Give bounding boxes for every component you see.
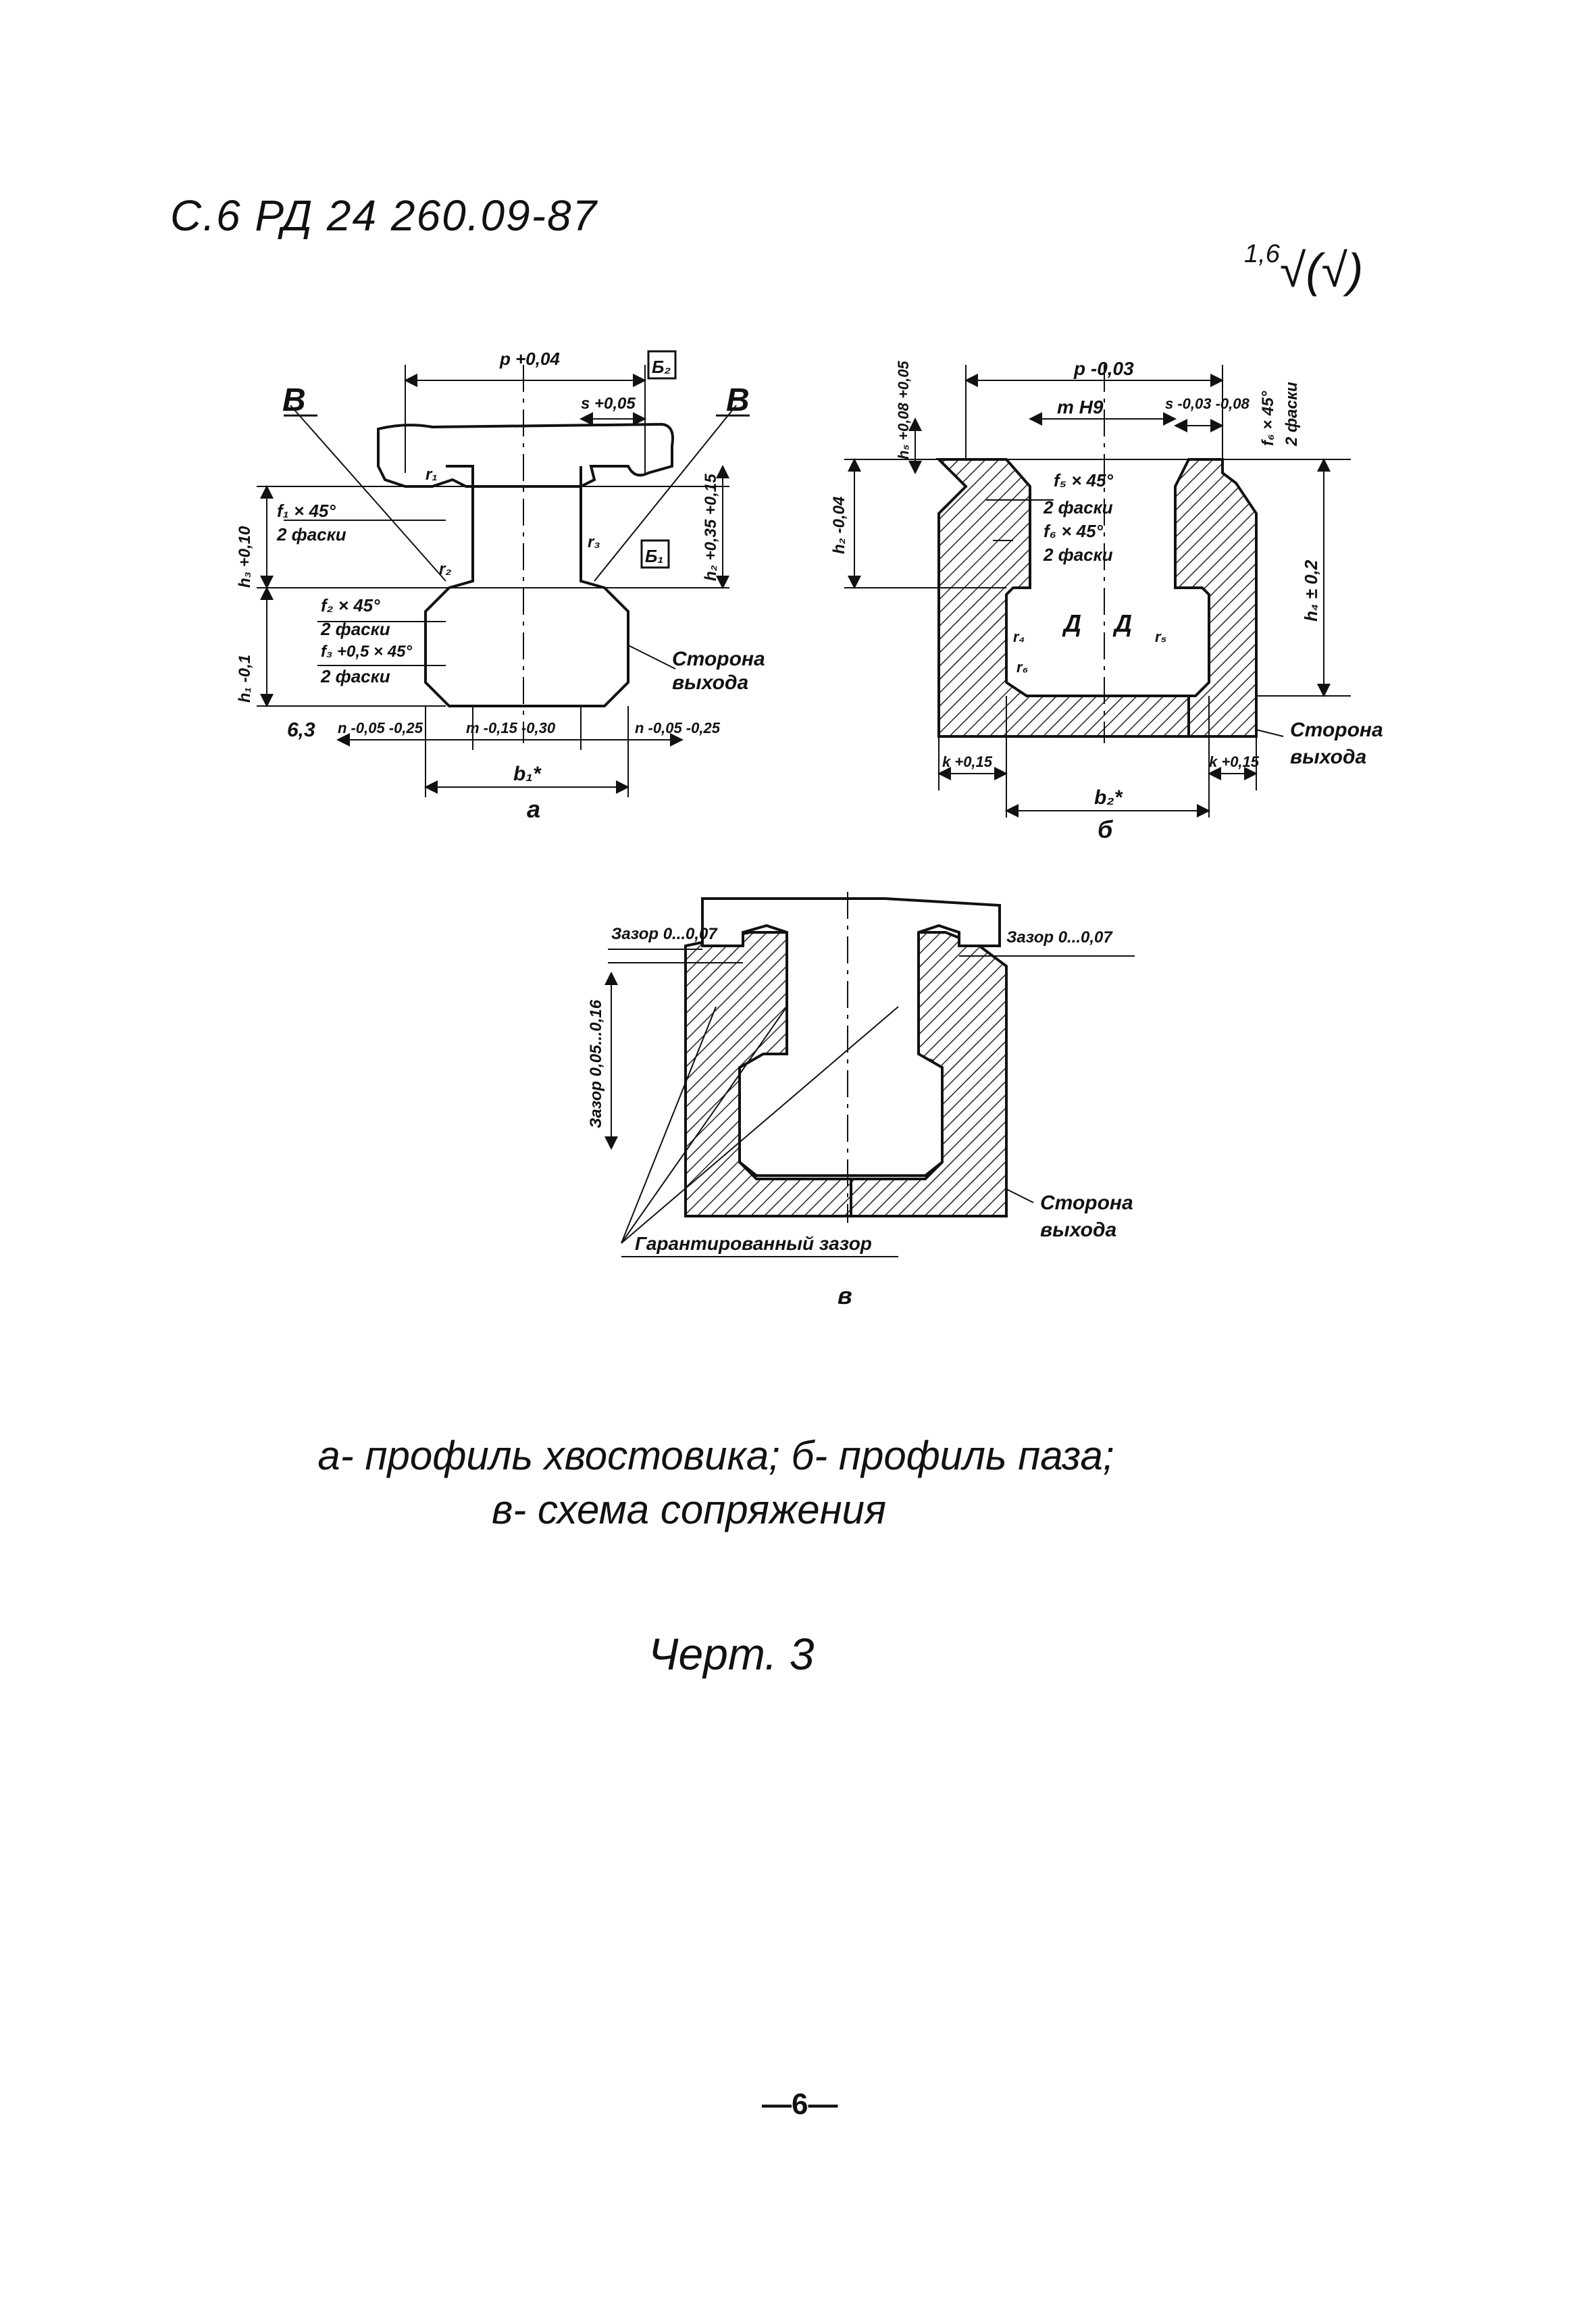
datum-b2: Б₂ bbox=[652, 357, 671, 377]
view-b-label: б bbox=[1098, 815, 1114, 843]
h2-dimension-b: h₂ -0,04 bbox=[830, 497, 848, 554]
exit-side-c-line2: выхода bbox=[1040, 1219, 1116, 1241]
f5-note: 2 фаски bbox=[1043, 497, 1113, 518]
m-dimension-a: m -0,15 -0,30 bbox=[466, 720, 556, 736]
section-mark-right: В bbox=[726, 382, 750, 418]
exit-side-b-line1: Сторона bbox=[1290, 719, 1383, 741]
exit-side-a-line2: выхода bbox=[672, 672, 748, 694]
k-right-dimension: k +0,15 bbox=[1209, 753, 1260, 770]
view-c-labels: Зазор 0...0,07 Зазор 0...0,07 Зазор 0,05… bbox=[587, 925, 1133, 1309]
b2-dimension: b₂* bbox=[1094, 786, 1123, 809]
roughness-symbol: 1,6√(√) bbox=[1244, 240, 1364, 297]
roughness-sign: √(√) bbox=[1279, 244, 1364, 297]
s-dimension-a: s +0,05 bbox=[581, 395, 636, 413]
view-a-label: а bbox=[527, 795, 540, 823]
f6-chamfer: f₆ × 45° bbox=[1044, 521, 1104, 541]
f1-chamfer: f₁ × 45° bbox=[277, 501, 336, 521]
f1-note: 2 фаски bbox=[276, 524, 346, 545]
f6-note: 2 фаски bbox=[1043, 545, 1113, 565]
r3-radius: r₃ bbox=[588, 533, 600, 551]
f6-top-note: 2 фаски bbox=[1283, 382, 1301, 447]
view-c-label: в bbox=[838, 1282, 852, 1309]
section-mark-left: В bbox=[282, 382, 306, 418]
h5-dimension: h₅ +0,08 +0,05 bbox=[895, 361, 912, 459]
view-b-slot-profile bbox=[844, 365, 1351, 818]
datum-b1: Б₁ bbox=[645, 546, 664, 566]
mating-shank bbox=[701, 897, 1001, 1177]
view-b-labels: p -0,03 m H9 s -0,03 -0,08 h₅ +0,08 +0,0… bbox=[830, 358, 1383, 843]
view-a-shank-profile bbox=[257, 350, 750, 797]
r1-radius: r₁ bbox=[426, 466, 438, 484]
view-a-labels: p +0,04 Б₂ s +0,05 В В f₁ × 45° 2 фаски … bbox=[236, 349, 765, 823]
r4-radius: r₄ bbox=[1013, 628, 1025, 645]
figure-number: Черт. 3 bbox=[648, 1629, 815, 1679]
page-number: —6— bbox=[762, 2088, 838, 2121]
h4-dimension: h₄ ± 0,2 bbox=[1301, 559, 1321, 622]
roughness-63: 6,3 bbox=[287, 719, 315, 741]
k-left-dimension: k +0,15 bbox=[942, 753, 993, 770]
exit-side-c-line1: Сторона bbox=[1040, 1192, 1133, 1214]
f6-top-chamfer: f₆ × 45° bbox=[1259, 391, 1277, 446]
caption-line2: в- схема сопряжения bbox=[491, 1487, 887, 1532]
shank-body bbox=[424, 465, 629, 707]
n-left-dimension: n -0,05 -0,25 bbox=[338, 720, 423, 736]
m-dimension-b: m H9 bbox=[1057, 397, 1104, 418]
detail-d-right: Д bbox=[1112, 609, 1132, 637]
caption-line1: а- профиль хвостовика; б- профиль паза; bbox=[317, 1433, 1114, 1478]
shank-flange bbox=[377, 422, 674, 488]
exit-side-b-line2: выхода bbox=[1290, 746, 1366, 768]
gap-left: Зазор 0...0,07 bbox=[611, 925, 718, 943]
h1-dimension: h₁ -0,1 bbox=[236, 655, 254, 703]
f3-chamfer: f₃ +0,5 × 45° bbox=[321, 643, 412, 661]
slot-left-wall bbox=[935, 458, 1190, 738]
gap-vertical: Зазор 0,05...0,16 bbox=[587, 999, 605, 1128]
gap-right: Зазор 0...0,07 bbox=[1006, 928, 1113, 947]
h2-dimension-a: h₂ +0,35 +0,15 bbox=[702, 474, 720, 581]
f2-chamfer: f₂ × 45° bbox=[321, 595, 380, 615]
r5-radius: r₅ bbox=[1155, 628, 1167, 645]
b1-dimension: b₁* bbox=[513, 763, 542, 785]
roughness-value: 1,6 bbox=[1244, 240, 1280, 268]
h3-dimension: h₃ +0,10 bbox=[236, 526, 254, 588]
guaranteed-gap: Гарантированный зазор bbox=[635, 1233, 872, 1254]
f3-note: 2 фаски bbox=[320, 666, 390, 686]
r2-radius: r₂ bbox=[439, 560, 452, 578]
detail-d-left: Д bbox=[1062, 609, 1081, 637]
p-dimension-b: p -0,03 bbox=[1073, 358, 1134, 379]
n-right-dimension: n -0,05 -0,25 bbox=[635, 720, 721, 736]
exit-side-a-line1: Сторона bbox=[672, 648, 765, 670]
r6-radius: r₆ bbox=[1016, 659, 1029, 676]
slot-right-wall bbox=[1174, 458, 1258, 738]
f2-note: 2 фаски bbox=[320, 619, 390, 639]
document-code: С.6 РД 24 260.09-87 bbox=[170, 191, 598, 240]
p-dimension-a: p +0,04 bbox=[499, 349, 560, 369]
view-c-mating-scheme bbox=[604, 892, 1135, 1257]
f5-chamfer: f₅ × 45° bbox=[1054, 470, 1113, 491]
s-dimension-b: s -0,03 -0,08 bbox=[1165, 395, 1250, 412]
